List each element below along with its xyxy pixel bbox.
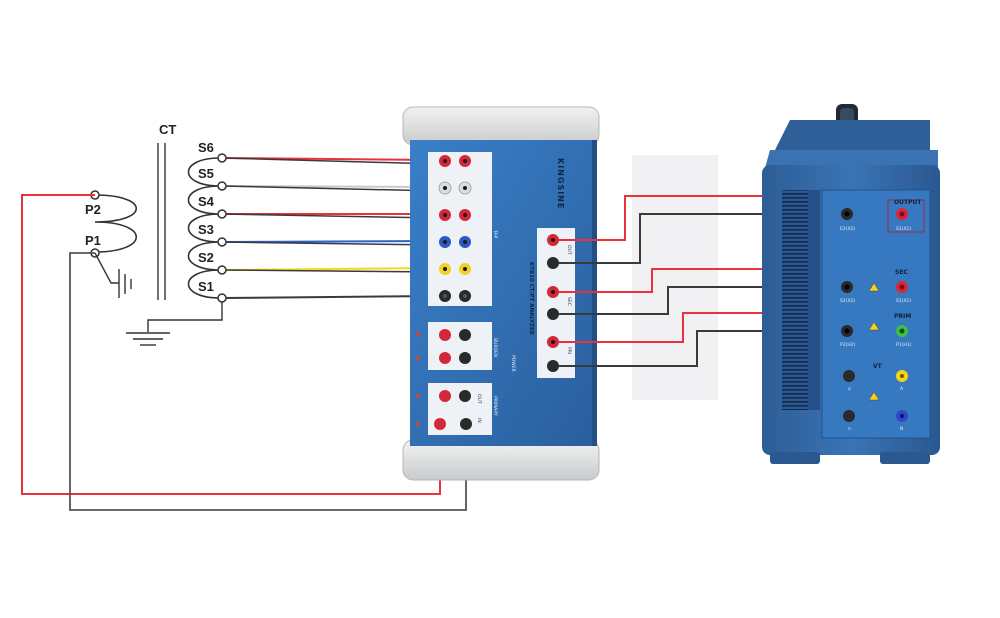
power-label: POWER <box>510 355 516 372</box>
n-upper-label: N <box>900 426 903 432</box>
s1-sec-label: S1(X1) <box>896 298 911 304</box>
pri-block-label: PRI <box>566 347 572 354</box>
test-set-front-panel <box>821 189 931 439</box>
ct-schematic: CT P2 P1 S6 S5 S4 S3 S2 S1 <box>85 122 223 346</box>
a-upper-label: A <box>900 386 904 392</box>
in-label: IN <box>476 418 482 423</box>
sec-block-label: SEC <box>566 297 572 306</box>
s1-output-label: S1(X1) <box>896 226 911 232</box>
n-lower-label: n <box>848 427 851 432</box>
output-section-label: OUTPUT <box>894 199 922 206</box>
primary-red-jack <box>434 418 446 430</box>
secondary-coil <box>187 157 221 299</box>
prim-section-label: PRIM <box>894 313 911 320</box>
a-lower-label: a <box>848 387 851 392</box>
output-section <box>887 199 925 233</box>
burden-block <box>428 322 492 370</box>
background-panel <box>632 155 718 400</box>
out-label: OUT <box>476 394 482 404</box>
tap-block <box>428 152 492 306</box>
e2-label: E2(X2) <box>840 226 855 232</box>
tap-wires <box>221 157 439 299</box>
p1-label: P1 <box>85 233 101 248</box>
burden-section-label: BURDEN <box>492 338 498 357</box>
s2-label: S2 <box>198 250 214 265</box>
s1-label: S1 <box>198 279 214 294</box>
ct-title: CT <box>159 122 176 137</box>
s5-label: S5 <box>198 166 214 181</box>
primary-black-jack <box>460 418 472 430</box>
vt-section-label: VT <box>873 363 883 370</box>
p2-label: P2 <box>85 202 101 217</box>
analyzer-model: KTB10 CT/PT ANALYZER <box>528 262 534 336</box>
analyzer-brand: KINGSINE <box>556 158 565 209</box>
primary-wire-black <box>69 252 467 511</box>
ct-analyzer: TAP BURDEN PRIMARY OUT IN KINGSINE KTB10… <box>402 106 600 481</box>
s4-label: S4 <box>198 194 215 209</box>
sec-section-label: SEC <box>895 269 908 276</box>
tap-terminals <box>217 153 227 303</box>
p1-prim-label: P1(H1) <box>896 342 912 348</box>
tap-section-label: TAP <box>492 229 498 238</box>
out-block-label: OUT <box>566 245 572 255</box>
output-block <box>537 228 575 378</box>
vent-left <box>782 190 808 410</box>
ct-test-set: OUTPUT E2(X2) S1(X1) SEC S2(X2) S1(X1) P… <box>762 104 940 464</box>
s2-sec-label: S2(X2) <box>840 298 855 304</box>
primary-section-label: PRIMARY <box>492 396 498 416</box>
s3-label: S3 <box>198 222 214 237</box>
analyzer-top-cap <box>402 106 600 146</box>
primary-coil <box>94 194 138 253</box>
p2-prim-label: P2(H2) <box>840 342 856 348</box>
s6-label: S6 <box>198 140 214 155</box>
